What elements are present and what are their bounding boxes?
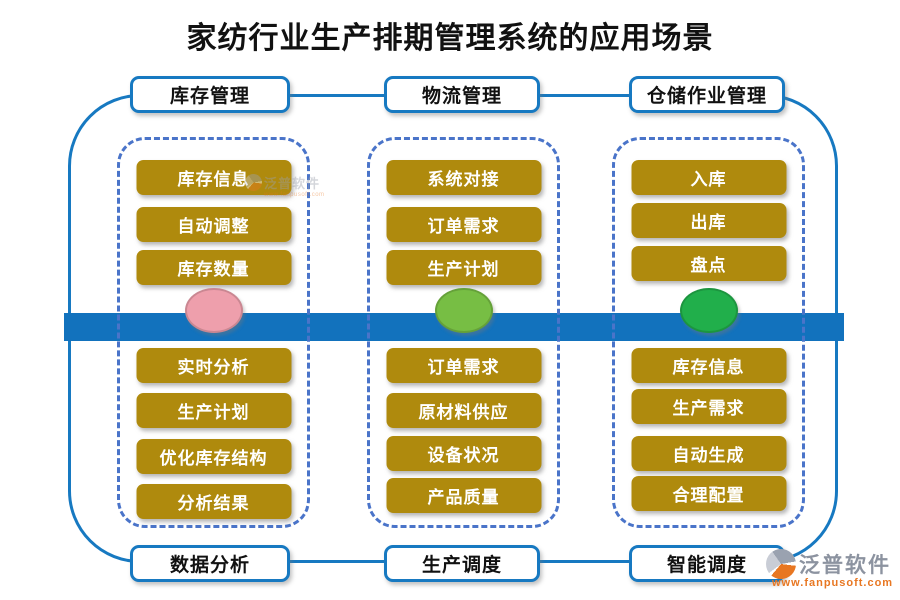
- brand-logo-icon: [766, 549, 796, 579]
- diagram-node: 订单需求: [386, 207, 541, 242]
- diagram-node: 合理配置: [631, 476, 786, 511]
- diagram-node: 库存数量: [136, 250, 291, 285]
- watermark-logo-icon: [245, 174, 262, 191]
- flow-ellipse: [184, 288, 243, 333]
- watermark-text: 泛普软件: [264, 176, 321, 191]
- diagram-node: 系统对接: [386, 160, 541, 195]
- diagram-node: 生产计划: [136, 393, 291, 428]
- diagram-node: 库存信息: [136, 160, 291, 195]
- column-inventory-management: 库存信息 自动调整 库存数量 实时分析 生产计划 优化库存结构 分析结果: [117, 137, 310, 528]
- diagram-node: 实时分析: [136, 348, 291, 383]
- flow-ellipse: [434, 288, 493, 333]
- diagram-node: 库存信息: [631, 348, 786, 383]
- diagram-node: 自动生成: [631, 436, 786, 471]
- column-logistics-management: 系统对接 订单需求 生产计划 订单需求 原材料供应 设备状况 产品质量: [367, 137, 560, 528]
- diagram-node: 分析结果: [136, 484, 291, 519]
- diagram-node: 出库: [631, 203, 786, 238]
- top-label-logistics-management: 物流管理: [384, 76, 540, 113]
- watermark-subtext: www.fanpusoft.com: [264, 192, 325, 198]
- diagram-node: 订单需求: [386, 348, 541, 383]
- column-warehouse-operations: 入库 出库 盘点 库存信息 生产需求 自动生成 合理配置: [612, 137, 805, 528]
- page-title: 家纺行业生产排期管理系统的应用场景: [186, 22, 714, 55]
- diagram-node: 入库: [631, 160, 786, 195]
- watermark: 泛普软件 www.fanpusoft.com: [245, 173, 335, 198]
- bottom-label-intelligent-scheduling: 智能调度: [629, 545, 785, 582]
- diagram-node: 产品质量: [386, 478, 541, 513]
- diagram-node: 优化库存结构: [136, 439, 291, 474]
- top-label-warehouse-operations: 仓储作业管理: [629, 76, 785, 113]
- brand-name: 泛普软件: [799, 554, 891, 577]
- bottom-label-production-scheduling: 生产调度: [384, 545, 540, 582]
- bottom-label-data-analysis: 数据分析: [130, 545, 290, 582]
- brand-url: www.fanpusoft.com: [772, 577, 894, 589]
- diagram-node: 原材料供应: [386, 393, 541, 428]
- diagram-node: 生产计划: [386, 250, 541, 285]
- flow-ellipse: [679, 288, 738, 333]
- top-label-inventory-management: 库存管理: [130, 76, 290, 113]
- diagram-node: 盘点: [631, 246, 786, 281]
- diagram-node: 设备状况: [386, 436, 541, 471]
- diagram-node: 生产需求: [631, 389, 786, 424]
- brand-logo: 泛普软件: [766, 549, 891, 579]
- diagram-node: 自动调整: [136, 207, 291, 242]
